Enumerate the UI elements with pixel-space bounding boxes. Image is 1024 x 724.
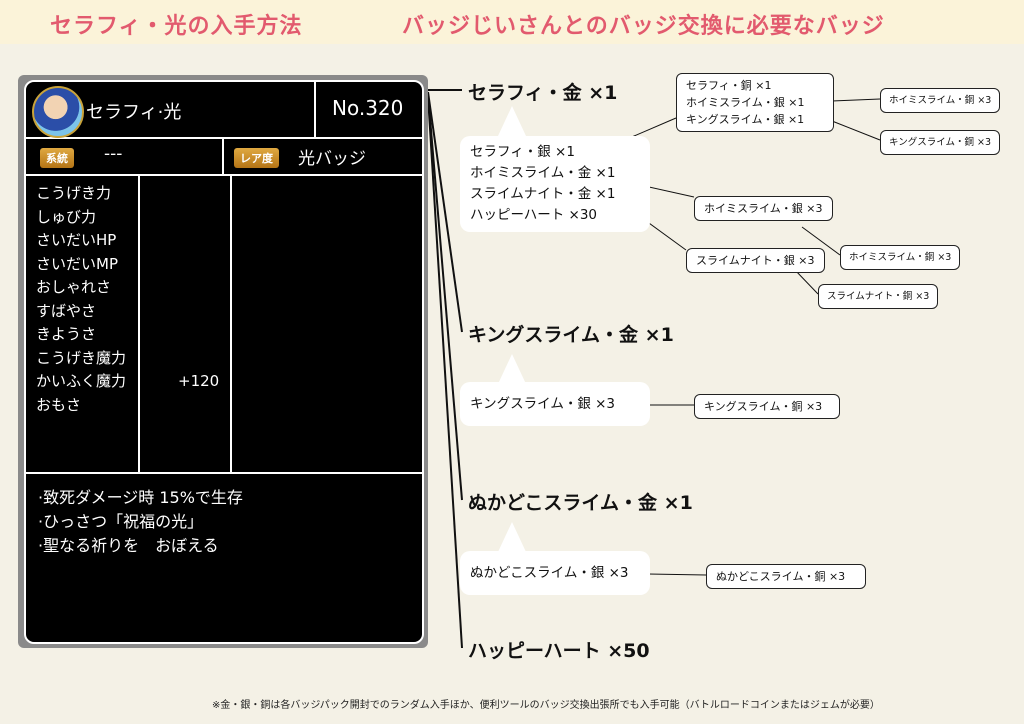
effect-list: ·致死ダメージ時 15%で生存 ·ひっさつ「祝福の光」 ·聖なる祈りを おぼえる — [38, 486, 243, 558]
req1-top-box: セラフィ・銅 ×1 ホイミスライム・銀 ×1 キングスライム・銀 ×1 — [676, 73, 834, 132]
stat-label: しゅび力 — [36, 207, 97, 226]
stat-list: こうげき力 しゅび力 さいだいHP さいだいMP おしゃれさ すばやさ きようさ… — [36, 182, 126, 417]
stat-value: +120 — [178, 372, 220, 390]
nukadoko-copper-box: ぬかどこスライム・銅 ×3 — [706, 564, 866, 589]
hoimi-copper-box-2: ホイミスライム・銅 ×3 — [840, 245, 961, 270]
avatar — [32, 86, 84, 138]
type-value: --- — [104, 144, 123, 164]
footnote: ※金・銀・銅は各バッジパック開封でのランダム入手ほか、便利ツールのバッジ交換出張… — [212, 700, 880, 711]
stat-label: おもさ — [36, 395, 82, 414]
effect-item: ·致死ダメージ時 15%で生存 — [38, 488, 243, 507]
req1-item: ハッピーハート ×30 — [470, 207, 598, 223]
badge-card: セラフィ·光 No.320 系統 --- レア度 光バッジ こうげき力 しゅび力… — [24, 80, 424, 644]
req3-title: ぬかどこスライム・金 ×1 — [468, 492, 693, 514]
req1-title: セラフィ・金 ×1 — [468, 82, 618, 104]
rarity-value: 光バッジ — [298, 149, 366, 169]
req1-bubble: セラフィ・銀 ×1 ホイミスライム・金 ×1 スライムナイト・金 ×1 ハッピー… — [460, 136, 650, 232]
rarity-tag: レア度 — [234, 148, 279, 168]
req2-title: キングスライム・金 ×1 — [468, 324, 674, 346]
stat-label: さいだいMP — [36, 254, 118, 273]
box-line: キングスライム・銀 ×1 — [686, 113, 805, 126]
knight-copper-box: スライムナイト・銅 ×3 — [818, 284, 939, 309]
req2-bubble: キングスライム・銀 ×3 — [460, 382, 650, 426]
stat-label: おしゃれさ — [36, 278, 112, 296]
req4-title: ハッピーハート ×50 — [468, 640, 650, 662]
stat-label: こうげき力 — [36, 184, 112, 202]
stat-label: こうげき魔力 — [36, 348, 127, 367]
req1-item: セラフィ・銀 ×1 — [470, 144, 575, 160]
hoimi-copper-box: ホイミスライム・銅 ×3 — [880, 88, 1001, 113]
box-line: セラフィ・銅 ×1 — [686, 79, 772, 92]
stat-label: きようさ — [36, 325, 97, 343]
req1-item: ホイミスライム・金 ×1 — [470, 165, 616, 181]
stat-label: すばやさ — [36, 301, 97, 320]
box-line: ホイミスライム・銀 ×1 — [686, 96, 805, 109]
badge-name: セラフィ·光 — [86, 102, 182, 123]
banner-title-left: セラフィ・光の入手方法 — [50, 14, 303, 39]
knight-silver-box: スライムナイト・銀 ×3 — [686, 248, 825, 273]
king-copper-box: キングスライム・銅 ×3 — [880, 130, 1001, 155]
type-tag: 系統 — [40, 148, 74, 168]
stat-label: さいだいHP — [36, 231, 117, 249]
effect-item: ·ひっさつ「祝福の光」 — [38, 512, 204, 531]
req1-item: スライムナイト・金 ×1 — [470, 186, 616, 202]
effect-item: ·聖なる祈りを おぼえる — [38, 536, 219, 555]
stat-label: かいふく魔力 — [36, 372, 127, 390]
hoimi-silver-box: ホイミスライム・銀 ×3 — [694, 196, 833, 221]
badge-number: No.320 — [332, 96, 404, 120]
title-banner: セラフィ・光の入手方法 バッジじいさんとのバッジ交換に必要なバッジ — [0, 0, 1024, 44]
king-copper-box-2: キングスライム・銅 ×3 — [694, 394, 840, 419]
banner-title-right: バッジじいさんとのバッジ交換に必要なバッジ — [402, 14, 885, 39]
req3-bubble: ぬかどこスライム・銀 ×3 — [460, 551, 650, 595]
